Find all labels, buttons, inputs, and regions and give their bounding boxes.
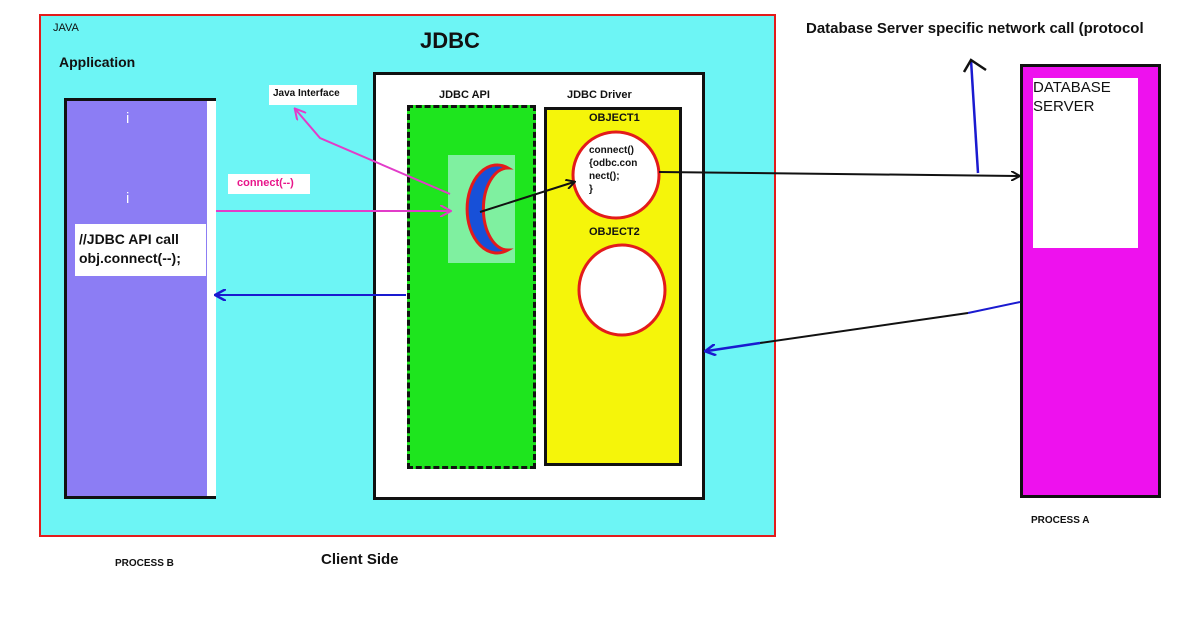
app-dot-1: i [126, 110, 130, 127]
process-b-app-box [64, 98, 216, 499]
object1-code-line-1: connect() [589, 145, 634, 156]
object1-code-line-3: nect(); [589, 171, 620, 182]
java-interface-label: Java Interface [273, 88, 340, 99]
network-call-arrowhead [962, 58, 987, 73]
api-to-object1-arrow [479, 182, 574, 213]
server-label: SERVER [1033, 98, 1095, 115]
server-return-line-blue [967, 301, 1021, 314]
connect-call-label: connect(--) [237, 177, 294, 189]
object2-label: OBJECT2 [589, 226, 640, 238]
application-label: Application [59, 54, 136, 70]
client-side-label: Client Side [321, 551, 399, 568]
object2-circle [577, 243, 667, 337]
jdbc-api-label: JDBC API [439, 89, 490, 101]
process-a-label: PROCESS A [1031, 515, 1090, 526]
object1-code-line-2: {odbc.con [589, 158, 638, 169]
process-b-white-strip [207, 101, 216, 496]
database-server-inner [1033, 78, 1138, 248]
network-call-line [969, 59, 980, 174]
object1-circle [571, 130, 661, 220]
connect-label-box [228, 174, 310, 194]
object1-code-line-4: } [589, 184, 593, 195]
network-call-label: Database Server specific network call (p… [806, 20, 1144, 37]
jdbc-title: JDBC [420, 28, 480, 53]
java-interface-arrow [296, 110, 451, 195]
process-b-label: PROCESS B [115, 558, 174, 569]
jdbc-api-crescent-icon [465, 163, 514, 255]
object1-label: OBJECT1 [589, 112, 640, 124]
code-line-1: //JDBC API call [79, 231, 179, 247]
object1-to-server-arrow [658, 172, 1019, 176]
jdbc-driver-label: JDBC Driver [567, 89, 632, 101]
database-label: DATABASE [1033, 79, 1111, 96]
code-line-2: obj.connect(--); [79, 250, 181, 266]
server-return-arrow-blue [707, 341, 761, 351]
server-return-line-black [759, 312, 969, 344]
app-dot-2: i [126, 190, 130, 207]
java-interface-box [269, 85, 357, 105]
java-label: JAVA [53, 22, 79, 34]
code-box [75, 224, 206, 276]
